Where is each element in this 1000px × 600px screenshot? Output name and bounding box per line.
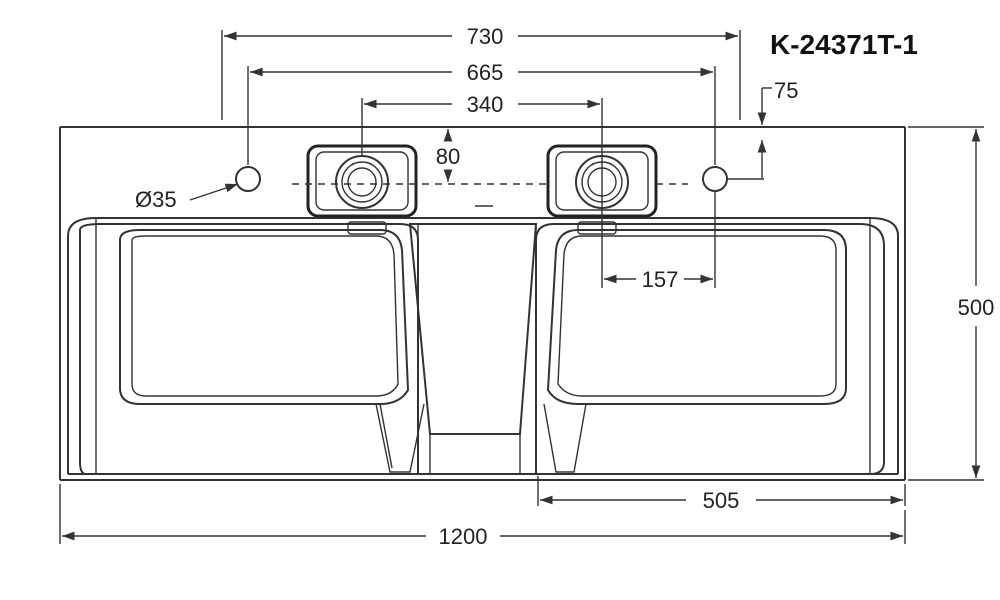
right-overflow [577, 221, 617, 235]
dim-1200-label: 1200 [439, 524, 488, 549]
dim-diameter-label: Ø35 [135, 187, 177, 212]
dim-75: 75 [728, 78, 798, 180]
dim-505-label: 505 [703, 488, 740, 513]
dim-505: 505 [537, 476, 906, 513]
dim-340: 340 [361, 92, 603, 288]
center-channel [408, 205, 538, 474]
dim-157: 157 [604, 192, 716, 292]
dim-157-label: 157 [642, 267, 679, 292]
dim-1200: 1200 [59, 484, 906, 549]
dim-665-label: 665 [467, 60, 504, 85]
right-bowl [535, 223, 885, 475]
basin-outline [59, 126, 906, 481]
left-faucet-hole [235, 166, 261, 192]
dim-730: 730 [221, 24, 741, 120]
dim-665: 665 [247, 60, 716, 165]
dim-500: 500 [908, 126, 995, 481]
model-number: K-24371T-1 [770, 29, 918, 60]
dim-75-label: 75 [774, 78, 798, 103]
dim-730-label: 730 [467, 24, 504, 49]
left-drain [306, 144, 418, 218]
left-overflow [347, 221, 387, 235]
dim-80: 80 [436, 129, 460, 182]
dim-500-label: 500 [958, 295, 995, 320]
dim-340-label: 340 [467, 92, 504, 117]
dim-diameter: Ø35 [135, 183, 239, 212]
dim-80-label: 80 [436, 144, 460, 169]
right-faucet-hole [702, 166, 728, 192]
left-bowl [79, 223, 425, 475]
